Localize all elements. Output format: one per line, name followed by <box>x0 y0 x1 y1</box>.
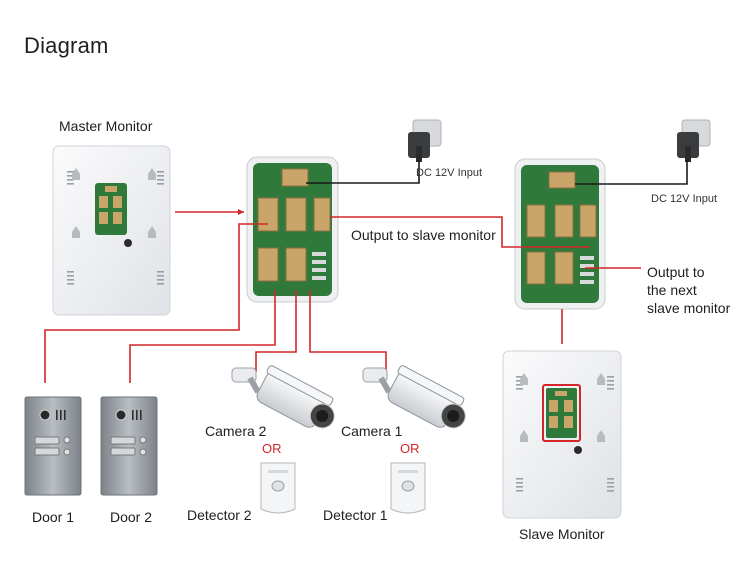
master-monitor <box>52 145 171 316</box>
motion-detector-icon <box>260 462 296 514</box>
wires <box>44 160 688 383</box>
output-to-next-label: Output to the next slave monitor <box>647 264 731 316</box>
output-to-slave-label: Output to slave monitor <box>351 227 496 243</box>
dc-input-label-2: DC 12V Input <box>651 193 718 205</box>
door-station-icon <box>24 396 82 496</box>
camera-1-label: Camera 1 <box>341 423 403 439</box>
detector-1-label: Detector 1 <box>323 507 388 523</box>
master-circuit-board <box>246 156 339 303</box>
slave-monitor <box>502 350 622 519</box>
camera-icon <box>231 365 335 429</box>
page-title: Diagram <box>24 33 109 58</box>
door-2-label: Door 2 <box>110 509 153 525</box>
or-label-2: OR <box>400 441 420 456</box>
slave-monitor-label: Slave Monitor <box>519 526 605 542</box>
dc-input-label-1: DC 12V Input <box>416 167 483 179</box>
motion-detector-icon <box>390 462 426 514</box>
camera-2-label: Camera 2 <box>205 423 267 439</box>
slave-circuit-board <box>514 158 606 310</box>
master-monitor-label: Master Monitor <box>59 118 153 134</box>
camera-icon <box>362 365 466 429</box>
detector-2-label: Detector 2 <box>187 507 252 523</box>
power-adapter-icon <box>408 119 442 162</box>
door-station-icon <box>100 396 158 496</box>
or-label-1: OR <box>262 441 282 456</box>
door-1-label: Door 1 <box>32 509 75 525</box>
power-adapter-icon <box>677 119 711 162</box>
